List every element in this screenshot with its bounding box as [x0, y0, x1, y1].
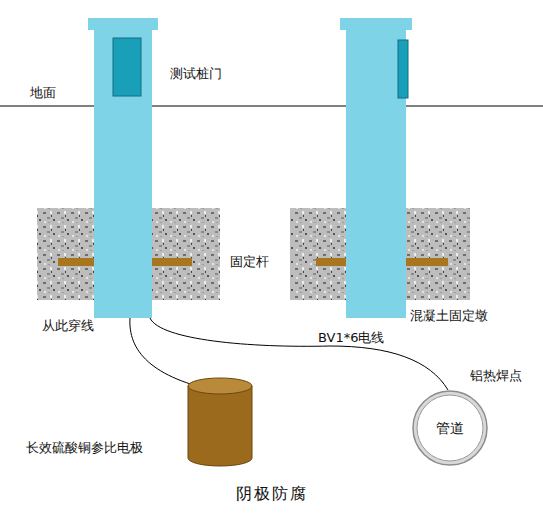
- wire: [150, 318, 448, 390]
- pipe-circle: 管道铝热焊点: [412, 390, 488, 466]
- pipe-wall: [413, 391, 487, 465]
- ground-line: [0, 105, 543, 106]
- part-label: 地面: [30, 85, 56, 101]
- post-cap: [88, 18, 158, 30]
- node-heading: 铝热焊点: [470, 368, 522, 384]
- post-door: [113, 38, 141, 96]
- post-cap: [340, 18, 412, 30]
- node-label: 管道: [436, 420, 464, 437]
- node-heading: 长效硫酸铜参比电极: [26, 440, 143, 456]
- pipe-bore: [417, 395, 483, 461]
- reference-electrode: 长效硫酸铜参比电极: [188, 378, 252, 466]
- figure-caption: 阴极防腐: [236, 484, 308, 503]
- part-label: 固定杆: [230, 254, 269, 270]
- node-outline: [188, 378, 252, 466]
- part-label: 测试桩门: [170, 66, 222, 82]
- post-door: [398, 40, 408, 98]
- part-label: BV1*6电线: [318, 330, 384, 346]
- part-label: 从此穿线: [42, 318, 94, 334]
- electrode-body: [188, 386, 252, 466]
- test-post: [94, 28, 152, 318]
- test-post: [346, 28, 406, 318]
- part-label: 混凝土固定墩: [410, 308, 488, 324]
- electrode-top: [188, 378, 252, 394]
